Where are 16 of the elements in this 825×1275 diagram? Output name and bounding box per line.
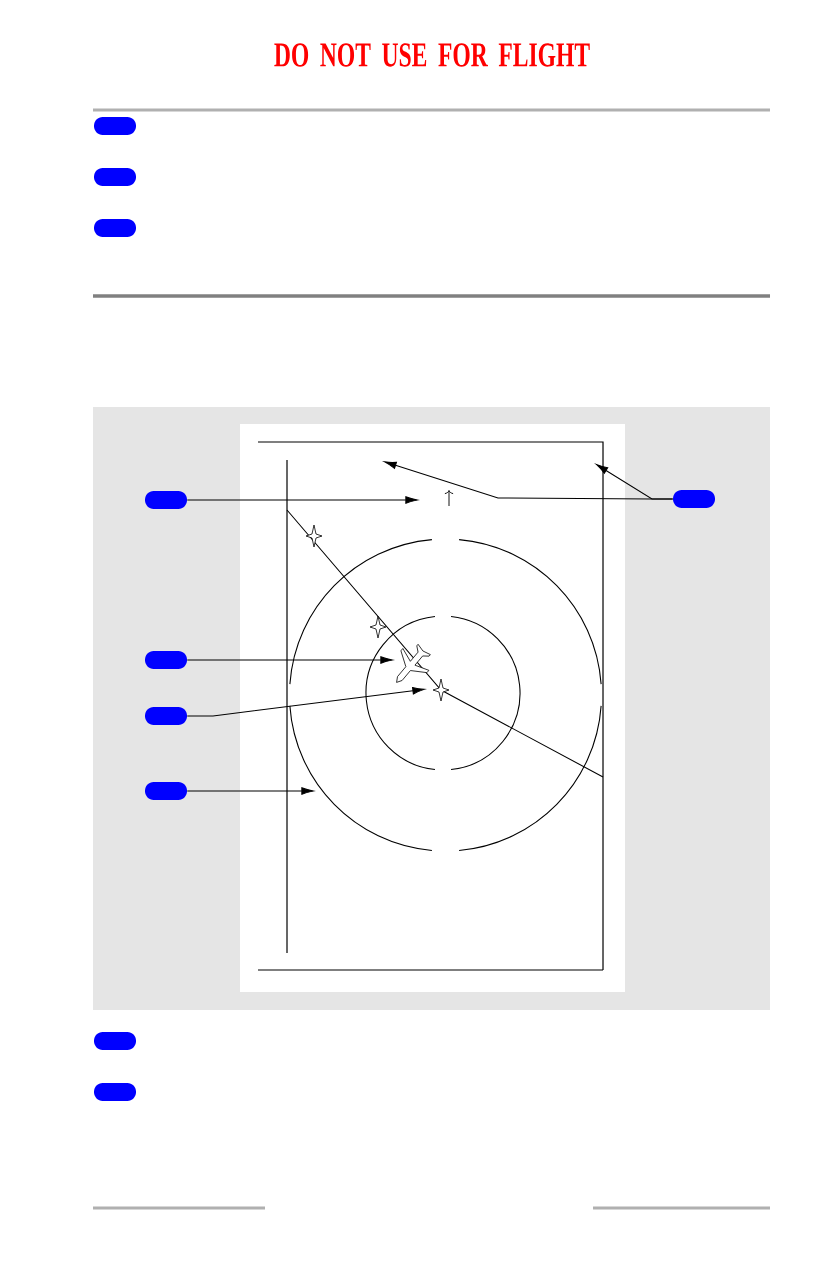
- leader-line: [186, 496, 418, 504]
- callout-pill: [94, 1083, 136, 1101]
- leader-line: [186, 787, 314, 795]
- callout-pill: [145, 491, 187, 509]
- callout-pill: [145, 707, 187, 725]
- callout-pill: [145, 782, 187, 800]
- callout-pill: [94, 168, 136, 186]
- callout-pill: [94, 117, 136, 135]
- callout-pill: [94, 1032, 136, 1050]
- callout-pill: [673, 490, 715, 508]
- leader-line: [186, 656, 393, 664]
- callout-pill: [145, 651, 187, 669]
- leader-line: [384, 461, 674, 500]
- callout-pill: [94, 219, 136, 237]
- leader-line: [186, 687, 425, 717]
- warning-title: DO NOT USE FOR FLIGHT: [274, 43, 590, 67]
